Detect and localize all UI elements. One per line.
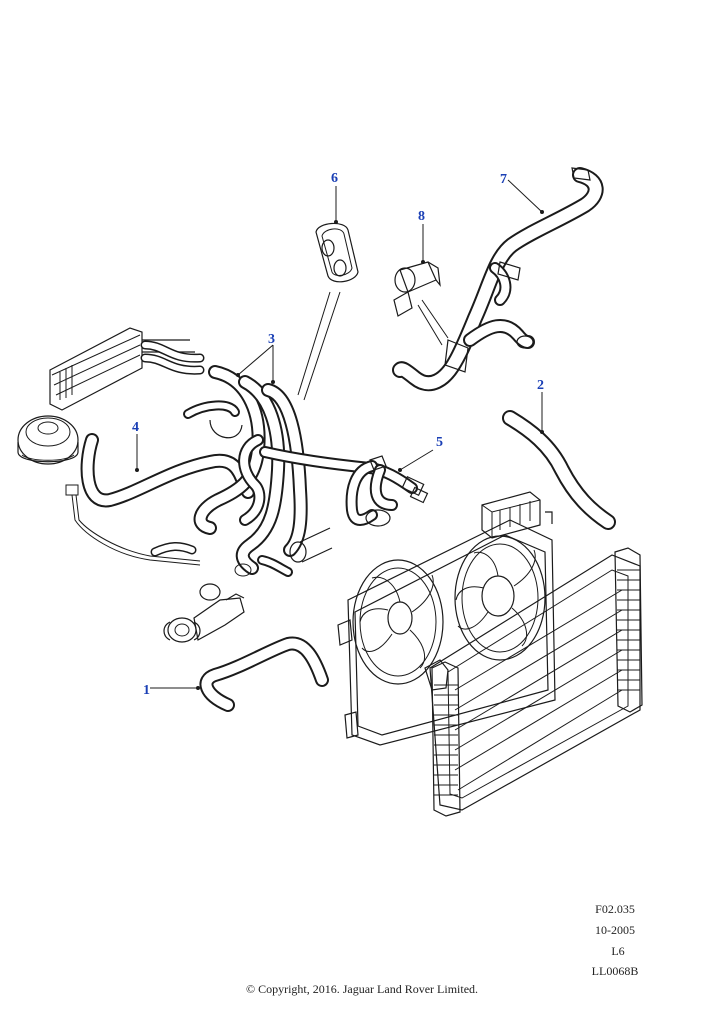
callout-5[interactable]: 5: [436, 435, 443, 450]
hose-1: [199, 636, 329, 712]
reference-engine: L6: [611, 944, 625, 958]
hose-4: [80, 433, 255, 508]
callout-6[interactable]: 6: [331, 171, 338, 186]
expansion-tank-cap: [17, 415, 79, 465]
callout-2[interactable]: 2: [537, 378, 544, 393]
copyright-notice: © Copyright, 2016. Jaguar Land Rover Lim…: [245, 982, 479, 996]
cooling-fan-left: [352, 559, 444, 685]
cooling-fan-right: [454, 535, 546, 661]
callout-8[interactable]: 8: [418, 209, 425, 224]
radiator-core: [424, 547, 643, 817]
hose-clamp-6: [315, 222, 359, 283]
callout-7[interactable]: 7: [500, 172, 507, 187]
pipe-assembly-5: [259, 446, 429, 563]
radiator-fan-assembly: [337, 491, 643, 817]
callout-4[interactable]: 4: [132, 420, 139, 435]
reference-date: 10-2005: [595, 923, 635, 937]
callout-labels: 1 2 3 4 5 6 7 8: [132, 171, 544, 698]
leader-lines: [135, 179, 544, 690]
thermostat-housing: [163, 563, 252, 643]
hose-7: [392, 167, 604, 392]
temperature-sensor-8: [393, 261, 441, 317]
reference-code: F02.035: [595, 902, 635, 916]
bleed-pipe: [65, 484, 201, 566]
callout-1[interactable]: 1: [143, 683, 150, 698]
hose-3: [193, 365, 308, 577]
reference-drawing: LL0068B: [591, 964, 639, 978]
hose-2: [502, 410, 616, 530]
heater-matrix: [49, 327, 205, 411]
hose-clip: [183, 400, 243, 439]
callout-3[interactable]: 3: [268, 332, 275, 347]
